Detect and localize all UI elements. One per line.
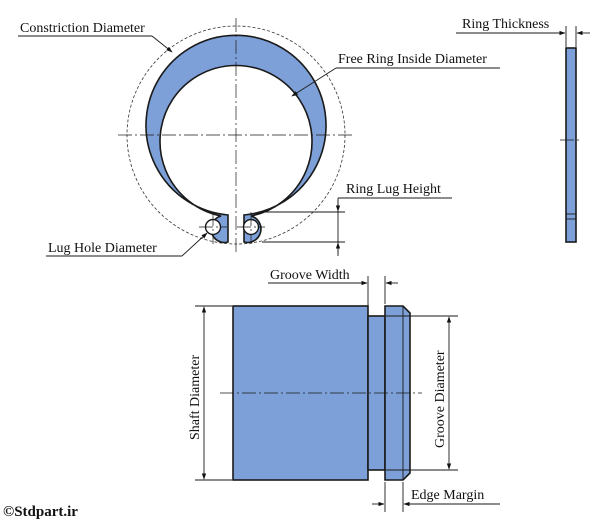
circlip-ring <box>145 34 327 244</box>
ring-lug-height-label: Ring Lug Height <box>346 182 441 197</box>
shaft-diameter-label: Shaft Diameter <box>188 355 203 440</box>
constriction-diameter-label: Constriction Diameter <box>20 21 145 36</box>
ring-side-view: Ring Thickness <box>456 17 590 243</box>
free-ring-inside-diameter-label: Free Ring Inside Diameter <box>338 52 487 67</box>
copyright-text: ©Stdpart.ir <box>3 504 78 520</box>
shaft-view: Groove Width Shaft Diameter Groove Diame… <box>188 268 500 512</box>
ring-thickness-label: Ring Thickness <box>462 17 549 32</box>
ring-front-view: Constriction Diameter Free Ring Inside D… <box>18 18 500 257</box>
groove-diameter-label: Groove Diameter <box>433 350 448 448</box>
ring-side-profile <box>565 47 577 243</box>
edge-margin-label: Edge Margin <box>411 488 484 503</box>
groove-width-label: Groove Width <box>270 268 350 283</box>
lug-hole-diameter-label: Lug Hole Diameter <box>48 241 157 256</box>
